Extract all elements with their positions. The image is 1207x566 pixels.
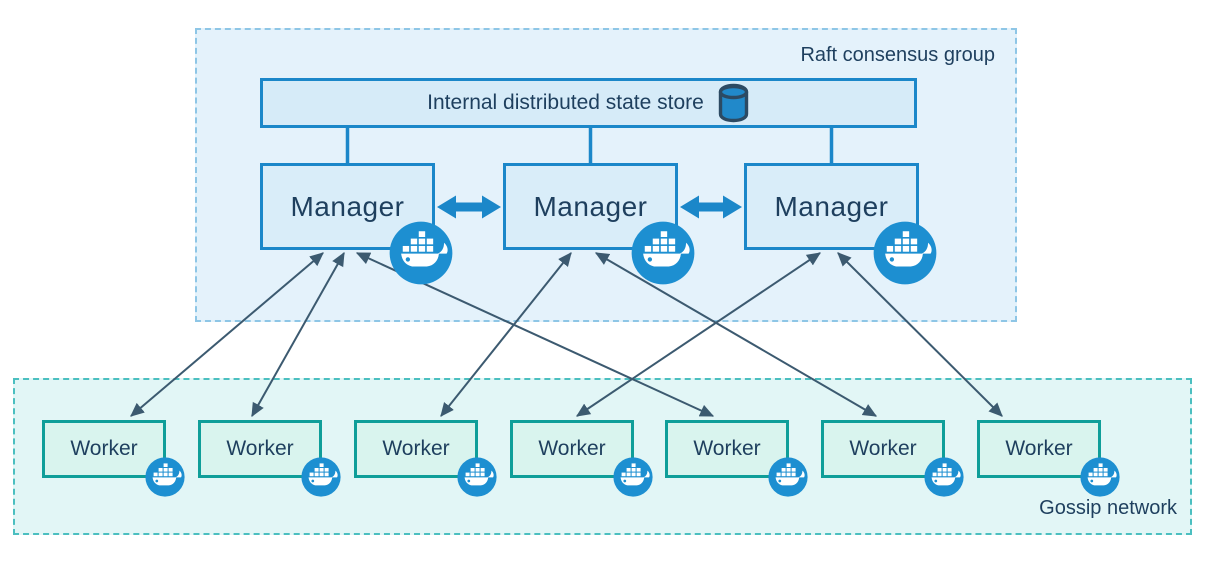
worker-label: Worker	[226, 437, 294, 460]
docker-whale-icon	[145, 457, 185, 497]
state-store-node: Internal distributed state store	[260, 78, 917, 128]
worker-label: Worker	[70, 437, 138, 460]
docker-whale-icon	[613, 457, 653, 497]
docker-whale-icon	[631, 221, 695, 285]
docker-whale-icon	[301, 457, 341, 497]
worker-node-4: Worker	[510, 420, 634, 478]
worker-label: Worker	[693, 437, 761, 460]
manager-node-2: Manager	[503, 163, 678, 250]
manager-label: Manager	[290, 190, 405, 222]
docker-whale-icon	[457, 457, 497, 497]
docker-whale-icon	[768, 457, 808, 497]
worker-node-3: Worker	[354, 420, 478, 478]
docker-whale-icon	[1080, 457, 1120, 497]
gossip-group-label: Gossip network	[1039, 497, 1177, 519]
worker-node-2: Worker	[198, 420, 322, 478]
raft-group-label: Raft consensus group	[800, 44, 995, 66]
worker-node-6: Worker	[821, 420, 945, 478]
manager-label: Manager	[533, 190, 648, 222]
worker-label: Worker	[849, 437, 917, 460]
database-cylinder-icon	[718, 83, 749, 123]
worker-label: Worker	[382, 437, 450, 460]
worker-node-1: Worker	[42, 420, 166, 478]
worker-node-7: Worker	[977, 420, 1101, 478]
docker-whale-icon	[389, 221, 453, 285]
docker-whale-icon	[873, 221, 937, 285]
worker-node-5: Worker	[665, 420, 789, 478]
state-store-label: Internal distributed state store	[427, 91, 704, 114]
worker-label: Worker	[1005, 437, 1073, 460]
docker-whale-icon	[924, 457, 964, 497]
manager-label: Manager	[774, 190, 889, 222]
worker-label: Worker	[538, 437, 606, 460]
